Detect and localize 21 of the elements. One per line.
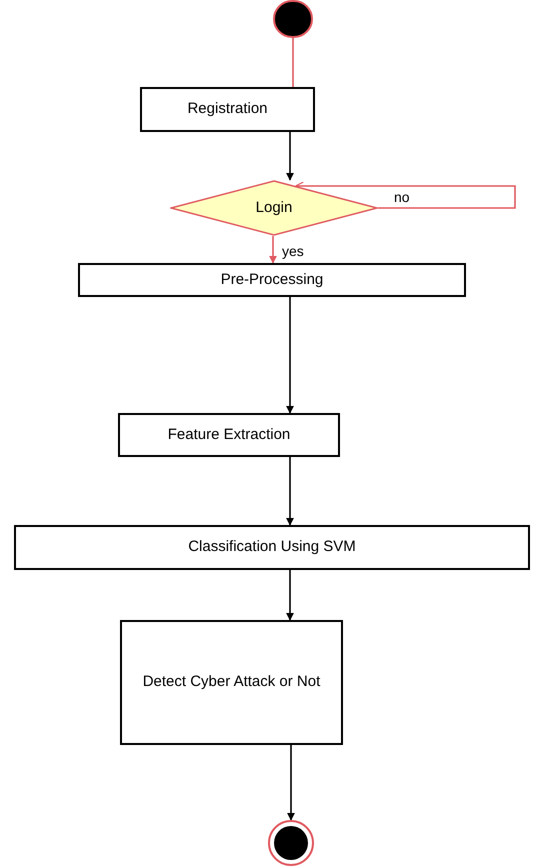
node-label: Login [256,198,292,218]
node-label: Classification Using SVM [188,537,356,558]
node-label: Pre-Processing [220,270,324,290]
node-label: Detect Cyber Attack or Not [142,672,320,692]
start-node [273,0,313,38]
process-box [118,413,340,457]
arrow [294,181,516,209]
process-box [78,263,466,297]
decision-diamond [170,180,378,236]
node-label: Feature Extraction [168,424,290,445]
process-box [120,620,343,745]
process-box [14,525,530,570]
arrow [286,132,294,181]
arrow [269,236,277,264]
node-label: Registration [187,99,268,120]
end-node [268,820,314,866]
arrow [286,297,294,414]
arrow [286,457,294,526]
arrow [286,570,294,621]
process-box [140,87,315,132]
arrow [287,745,295,821]
